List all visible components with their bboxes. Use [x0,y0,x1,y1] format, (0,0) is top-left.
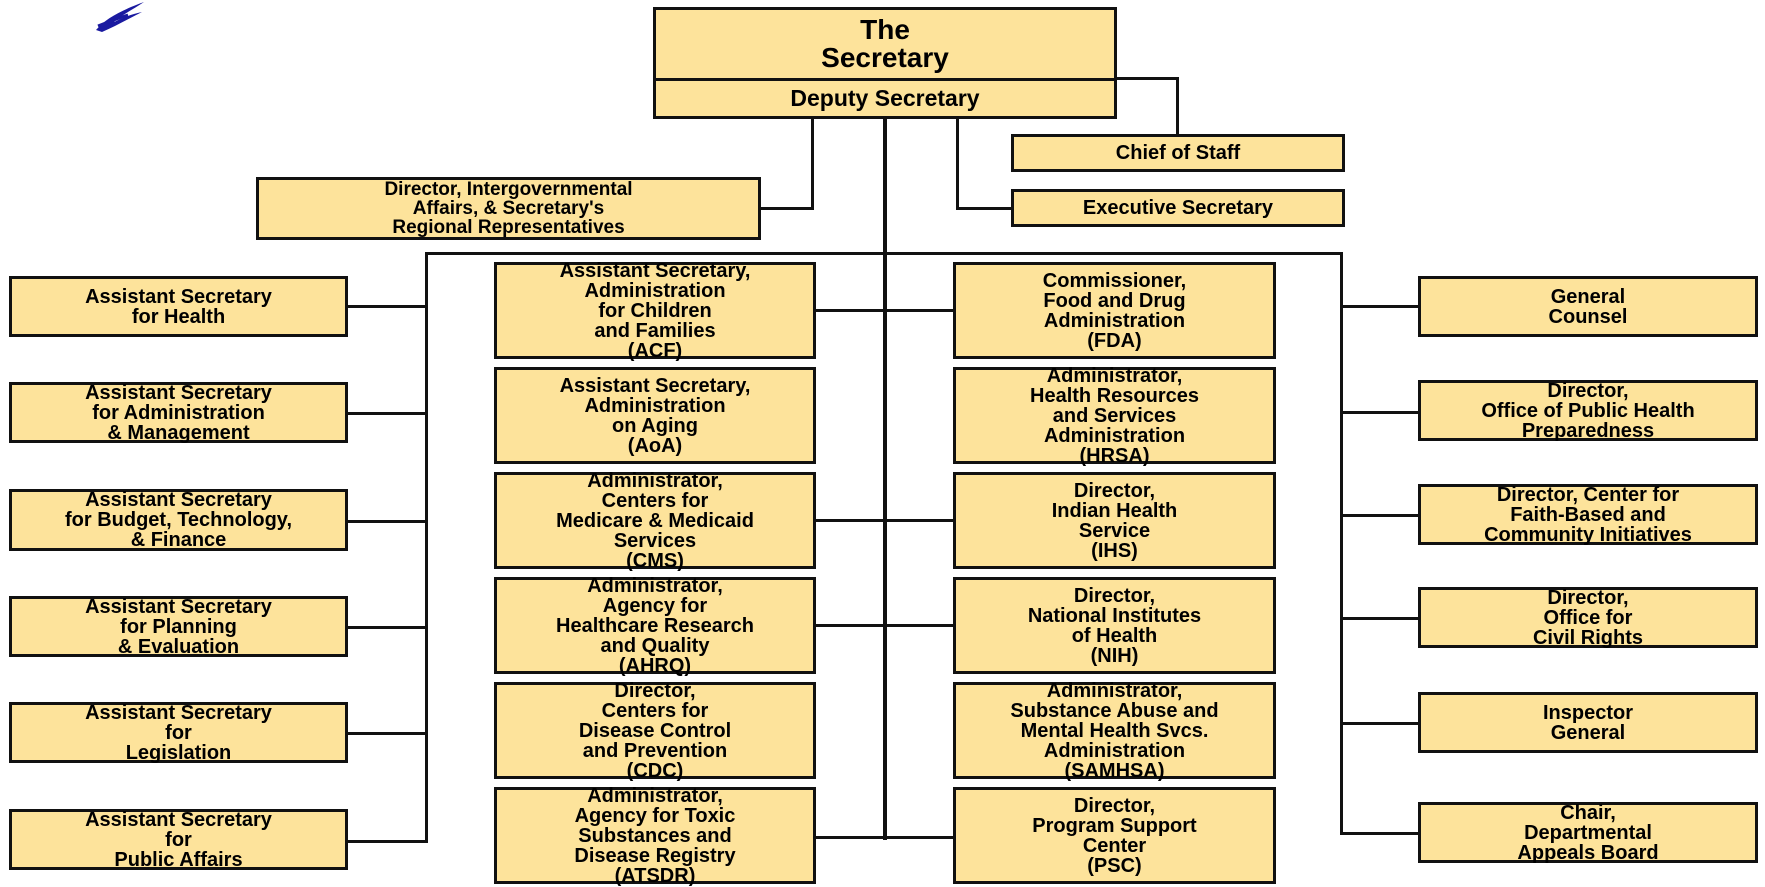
connector-right-stub [1340,514,1420,517]
connector-right-stub [1340,305,1420,308]
connector-cos-h [1114,77,1179,80]
connector-center-stub [884,519,954,522]
asst-sec-legislation-box: Assistant Secretary for Legislation [9,702,348,763]
asst-sec-health-box: Assistant Secretary for Health [9,276,348,337]
connector-center-stub [814,836,886,839]
connector-left-stub [346,626,426,629]
deputy-secretary: Deputy Secretary [653,78,1117,119]
connector-right-stub [1340,722,1420,725]
civil-rights-box: Director, Office for Civil Rights [1418,587,1758,648]
public-health-preparedness-box: Director, Office of Public Health Prepar… [1418,380,1758,441]
general-counsel-box: General Counsel [1418,276,1758,337]
intergovernmental-affairs-box: Director, Intergovernmental Affairs, & S… [256,177,761,240]
asst-sec-budget-technology-finance-box: Assistant Secretary for Budget, Technolo… [9,489,348,551]
connector-left-stub [346,732,426,735]
connector-center-stub [884,836,954,839]
connector-left-stub [346,840,426,843]
connector-right-stub [1340,617,1420,620]
connector-center-stub [814,309,886,312]
connector-top-bar [425,252,1343,255]
connector-center-stub [814,519,886,522]
connector-exec-v [956,118,959,210]
chief-of-staff-box: Chief of Staff [1011,134,1345,172]
connector-center-stub [884,309,954,312]
connector-center-stub [814,624,886,627]
acf-box: Assistant Secretary, Administration for … [494,261,816,361]
inspector-general-box: Inspector General [1418,692,1758,753]
samhsa-box: Administrator, Substance Abuse and Menta… [953,681,1276,781]
connector-left-stub [346,412,426,415]
connector-right-stub [1340,411,1420,414]
asst-sec-planning-evaluation-box: Assistant Secretary for Planning & Evalu… [9,596,348,657]
connector-right-trunk [1340,252,1343,835]
hrsa-box: Administrator, Health Resources and Serv… [953,366,1276,466]
connector-cos-v [1176,77,1179,135]
ihs-box: Director, Indian Health Service (IHS) [953,472,1276,569]
psc-box: Director, Program Support Center (PSC) [953,787,1276,884]
connector-left-trunk [425,252,428,843]
atsdr-box: Administrator, Agency for Toxic Substanc… [494,786,816,886]
connector-left-stub [346,305,426,308]
connector-main-vertical [883,118,887,840]
asst-sec-admin-management-box: Assistant Secretary for Administration &… [9,382,348,443]
cms-box: Administrator, Centers for Medicare & Me… [494,471,816,571]
connector-exec-h [956,207,1012,210]
connector-ig-h [759,207,814,210]
departmental-appeals-board-box: Chair, Departmental Appeals Board [1418,802,1758,863]
aoa-box: Assistant Secretary, Administration on A… [494,367,816,464]
executive-secretary-box: Executive Secretary [1011,189,1345,227]
asst-sec-public-affairs-box: Assistant Secretary for Public Affairs [9,809,348,870]
connector-right-stub [1340,832,1420,835]
nih-box: Director, National Institutes of Health … [953,577,1276,674]
fda-box: Commissioner, Food and Drug Administrati… [953,262,1276,359]
connector-center-stub [884,624,954,627]
secretary-title: The Secretary [653,7,1117,81]
hhs-eagle-logo-icon [96,2,144,32]
ahrq-box: Administrator, Agency for Healthcare Res… [494,576,816,676]
cdc-box: Director, Centers for Disease Control an… [494,681,816,781]
faith-based-initiatives-box: Director, Center for Faith-Based and Com… [1418,484,1758,545]
connector-left-stub [346,520,426,523]
connector-ig-v [811,118,814,210]
